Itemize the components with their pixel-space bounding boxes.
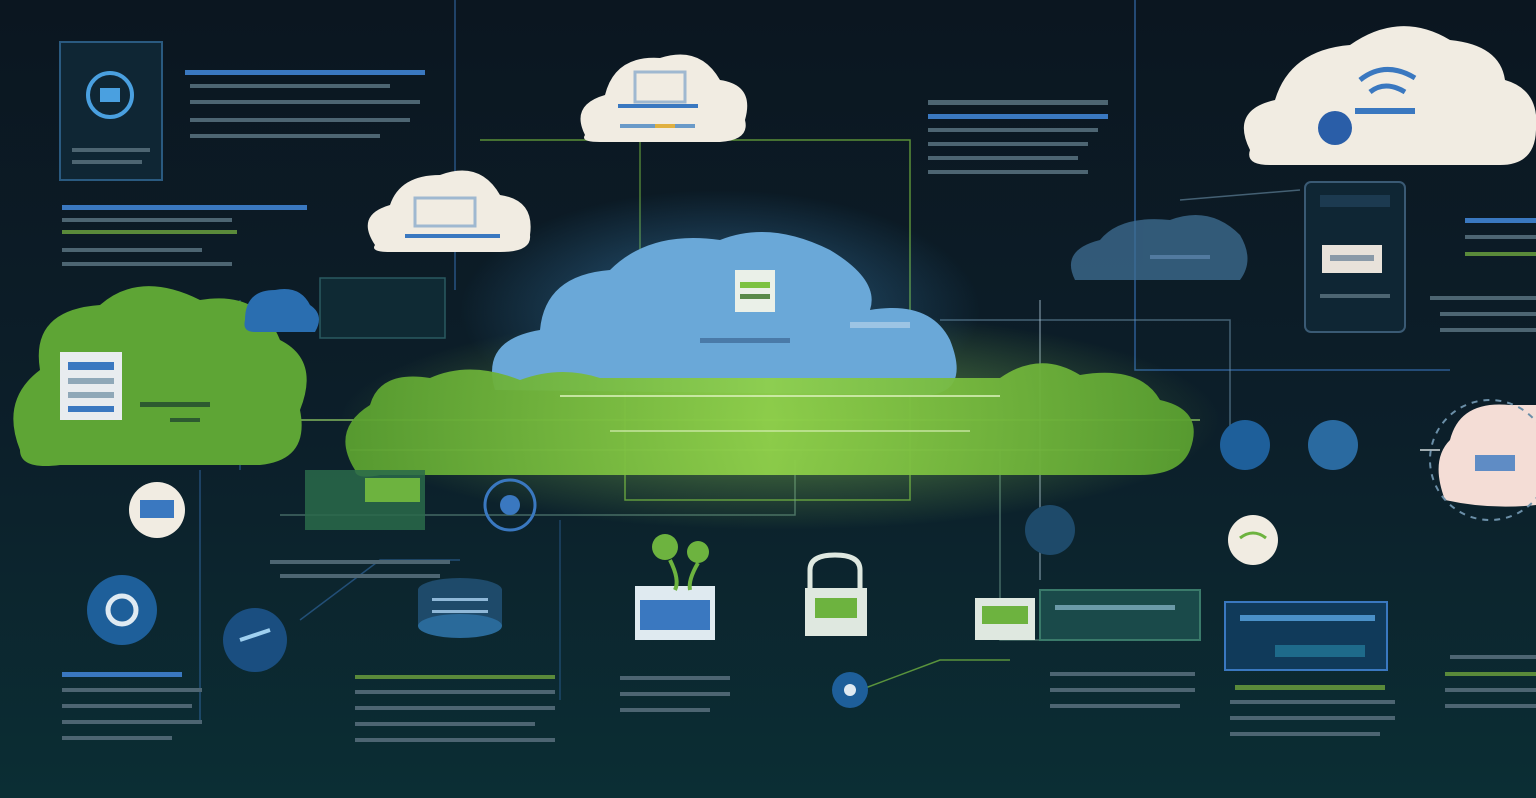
document-icon [735,270,775,312]
white-cloud-left [367,170,531,252]
gear-icon [223,608,287,672]
white-cloud-top [580,54,748,142]
cloud-icon [483,478,537,532]
center-green-cloud [345,363,1194,477]
center-blue-cloud [492,232,957,395]
device-panel-right [1304,181,1406,333]
security-panel [59,41,163,181]
gear-icon [87,575,157,645]
wifi-icon [1228,515,1278,565]
monitor-panels [305,277,1388,671]
white-cloud-top-right [1243,26,1536,165]
node-icons [87,420,1358,708]
left-green-cloud [13,286,307,466]
right-edge-cloud [1429,399,1536,521]
plant-icon [635,534,715,640]
wifi-icon [1358,67,1417,95]
dim-blue-cloud-right [1070,215,1248,280]
text-blocks [62,70,1536,742]
lock-icon [805,552,867,636]
small-blue-cloud [244,289,319,332]
shield-icon [86,71,134,119]
database-icon [418,578,502,638]
